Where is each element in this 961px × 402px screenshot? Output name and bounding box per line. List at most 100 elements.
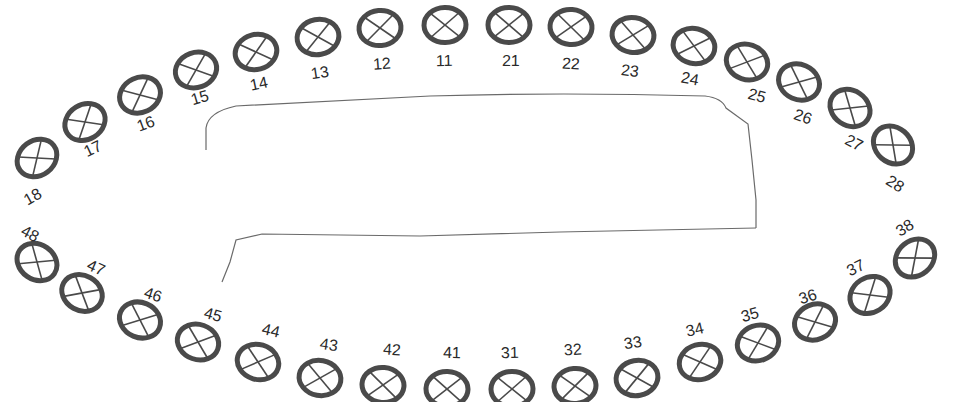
tooth-cross xyxy=(781,65,817,98)
tooth-cross xyxy=(67,104,104,139)
tooth-cross xyxy=(730,46,765,78)
tooth-outline xyxy=(233,339,283,384)
tooth-cross xyxy=(430,13,459,37)
tooth-cross xyxy=(832,90,869,126)
tooth-symbol xyxy=(866,118,921,172)
tooth-symbol xyxy=(10,236,64,289)
tooth-cross xyxy=(241,347,275,378)
tooth-symbol xyxy=(610,14,657,55)
tooth-cross xyxy=(556,14,586,40)
tooth-symbol xyxy=(114,70,167,120)
tooth-symbol xyxy=(233,339,283,384)
tooth-symbol xyxy=(296,357,344,399)
tooth-number: 24 xyxy=(680,69,701,90)
tooth-cross xyxy=(432,377,461,402)
tooth-cross xyxy=(304,364,336,393)
tooth-outline xyxy=(721,39,772,86)
tooth-number: 44 xyxy=(260,320,281,342)
tooth-number: 31 xyxy=(501,344,519,362)
tooth-symbol xyxy=(294,16,342,58)
tooth-cross xyxy=(621,364,654,393)
tooth-cross xyxy=(741,327,776,359)
tooth-cross xyxy=(560,373,591,399)
tooth-cross xyxy=(741,327,776,359)
tooth-outline xyxy=(357,9,402,48)
tooth-number: 34 xyxy=(684,319,705,341)
tooth-outline xyxy=(424,7,467,43)
tooth-cross xyxy=(122,303,158,336)
tooth-outline xyxy=(670,24,719,68)
tooth-cross xyxy=(365,15,396,41)
tooth-symbol xyxy=(425,371,468,402)
tooth-number: 45 xyxy=(202,304,224,326)
tooth-cross xyxy=(304,364,336,393)
tooth-outline xyxy=(488,7,531,43)
tooth-cross xyxy=(239,37,273,67)
tooth-symbol xyxy=(361,366,406,402)
tooth-outline xyxy=(114,70,167,120)
tooth-cross xyxy=(18,140,55,176)
tooth-number: 33 xyxy=(623,333,643,353)
tooth-outline xyxy=(58,96,112,148)
tooth-cross xyxy=(18,140,55,176)
tooth-symbol xyxy=(10,131,65,184)
tooth-cross xyxy=(18,244,55,280)
tooth-cross xyxy=(781,65,817,98)
tooth-symbol xyxy=(732,320,783,367)
tooth-outline xyxy=(553,367,598,402)
tooth-number: 32 xyxy=(563,340,582,359)
tongue-outline xyxy=(222,228,756,282)
tooth-symbol xyxy=(675,339,725,384)
tooth-number: 13 xyxy=(310,63,330,84)
tooth-cross xyxy=(617,21,649,49)
tooth-outline xyxy=(613,357,661,399)
tooth-number: 41 xyxy=(443,344,461,362)
tooth-cross xyxy=(181,326,216,358)
tooth-outline xyxy=(491,371,534,402)
tooth-outline xyxy=(170,46,222,93)
tooth-number: 12 xyxy=(372,54,391,73)
tooth-outline xyxy=(773,57,826,106)
tooth-symbol xyxy=(823,82,877,134)
tooth-outline xyxy=(732,320,783,367)
tooth-cross xyxy=(368,372,399,398)
tooth-outline xyxy=(866,118,921,172)
tooth-outline xyxy=(172,318,223,365)
tooth-cross xyxy=(64,276,101,311)
tooth-symbol xyxy=(491,371,534,402)
tooth-symbol xyxy=(172,318,223,365)
tooth-cross xyxy=(896,240,933,277)
tooth-cross xyxy=(122,78,158,112)
tooth-symbol xyxy=(721,39,772,86)
tooth-cross xyxy=(556,14,586,40)
tooth-cross xyxy=(617,21,649,49)
tooth-number: 11 xyxy=(436,52,453,70)
tooth-outline xyxy=(361,366,406,402)
tooth-cross xyxy=(432,377,461,402)
tooth-number: 14 xyxy=(248,73,269,94)
tooth-cross xyxy=(497,377,526,401)
tooth-number: 18 xyxy=(21,185,45,209)
tooth-symbol xyxy=(613,357,661,399)
tooth-cross xyxy=(181,326,216,358)
tooth-outline xyxy=(425,371,468,402)
tooth-cross xyxy=(495,13,524,37)
tooth-cross xyxy=(896,240,933,277)
tooth-outline xyxy=(888,231,943,285)
tooth-cross xyxy=(178,54,213,86)
tooth-number: 25 xyxy=(746,85,768,107)
tooth-number: 27 xyxy=(842,131,866,155)
tooth-symbol xyxy=(58,96,112,148)
tooth-cross xyxy=(178,54,213,86)
tooth-cross xyxy=(677,31,710,61)
tooth-cross xyxy=(368,372,399,398)
tooth-cross xyxy=(302,23,335,52)
tooth-symbol xyxy=(789,298,841,347)
tooth-cross xyxy=(852,277,889,312)
tooth-cross xyxy=(683,347,717,378)
tooth-cross xyxy=(122,78,158,112)
tooth-outline xyxy=(10,236,64,289)
tooth-outline xyxy=(294,16,342,58)
